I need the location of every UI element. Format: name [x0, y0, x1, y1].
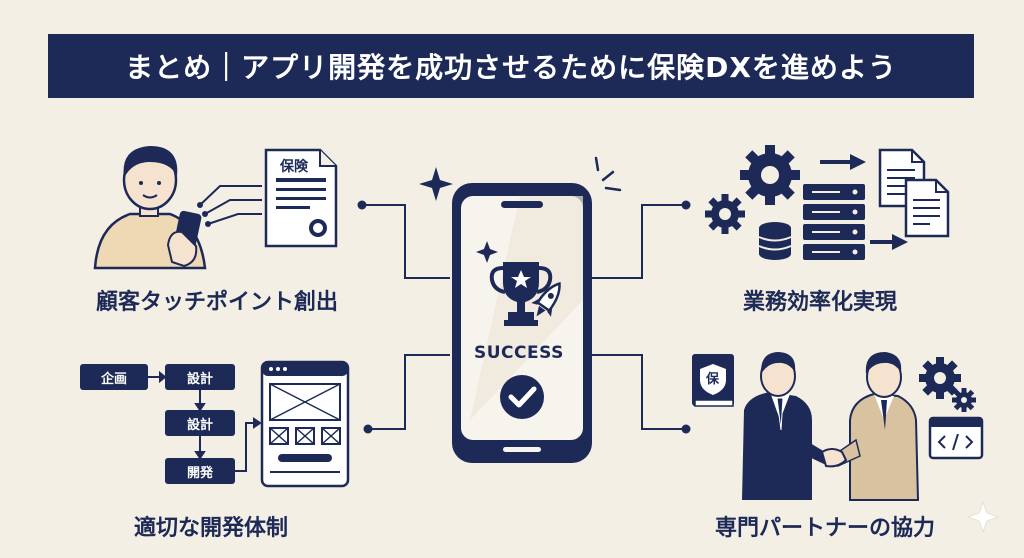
arrow-icon: [820, 154, 908, 250]
title-banner: まとめ｜アプリ開発を成功させるために保険DXを進めよう: [48, 34, 974, 98]
label-partnership: 専門パートナーの協力: [715, 516, 936, 541]
code-window-icon: [928, 416, 984, 460]
label-customer-touchpoint: 顧客タッチポイント創出: [96, 290, 339, 315]
connector-top-right: [592, 204, 686, 279]
document-text: 保険: [280, 159, 308, 175]
insurance-document-icon: [264, 148, 338, 248]
handshake-icon: [820, 448, 848, 468]
phone-notch: [501, 201, 543, 208]
trophy-icon: [489, 262, 553, 326]
sparkle-icon: [476, 241, 498, 263]
database-icon: [758, 222, 792, 260]
page-title: まとめ｜アプリ開発を成功させるために保険DXを進めよう: [125, 51, 897, 84]
gear-icon: [919, 357, 961, 399]
connector-top-left: [362, 204, 450, 279]
sparkle-icon: [419, 167, 453, 201]
insurance-book-icon: [692, 354, 734, 407]
book-text: 保: [706, 372, 720, 387]
hand-phone-icon: [166, 210, 202, 268]
label-development-structure: 適切な開発体制: [134, 516, 289, 541]
success-label: SUCCESS: [474, 343, 564, 363]
document-stack-icon: [878, 148, 950, 238]
wireframe-window-icon: [260, 360, 350, 488]
rocket-icon: [531, 281, 561, 317]
home-bar: [503, 447, 541, 452]
connector-bottom-left: [368, 354, 450, 430]
gear-icon: [740, 145, 800, 205]
business-person-left: [742, 352, 830, 500]
connector-bottom-right: [592, 354, 686, 430]
gear-icon: [705, 194, 745, 234]
business-person-right: [833, 352, 920, 501]
flow-step-development: 開発: [165, 458, 235, 484]
label-efficiency: 業務効率化実現: [743, 290, 898, 315]
sparkle-icon: [966, 500, 1000, 534]
flow-step-planning: 企画: [80, 364, 148, 390]
flow-step-design-1: 設計: [165, 364, 235, 390]
check-circle-icon: [500, 375, 544, 419]
flow-step-design-2: 設計: [165, 410, 235, 436]
gear-icon: [952, 388, 976, 412]
